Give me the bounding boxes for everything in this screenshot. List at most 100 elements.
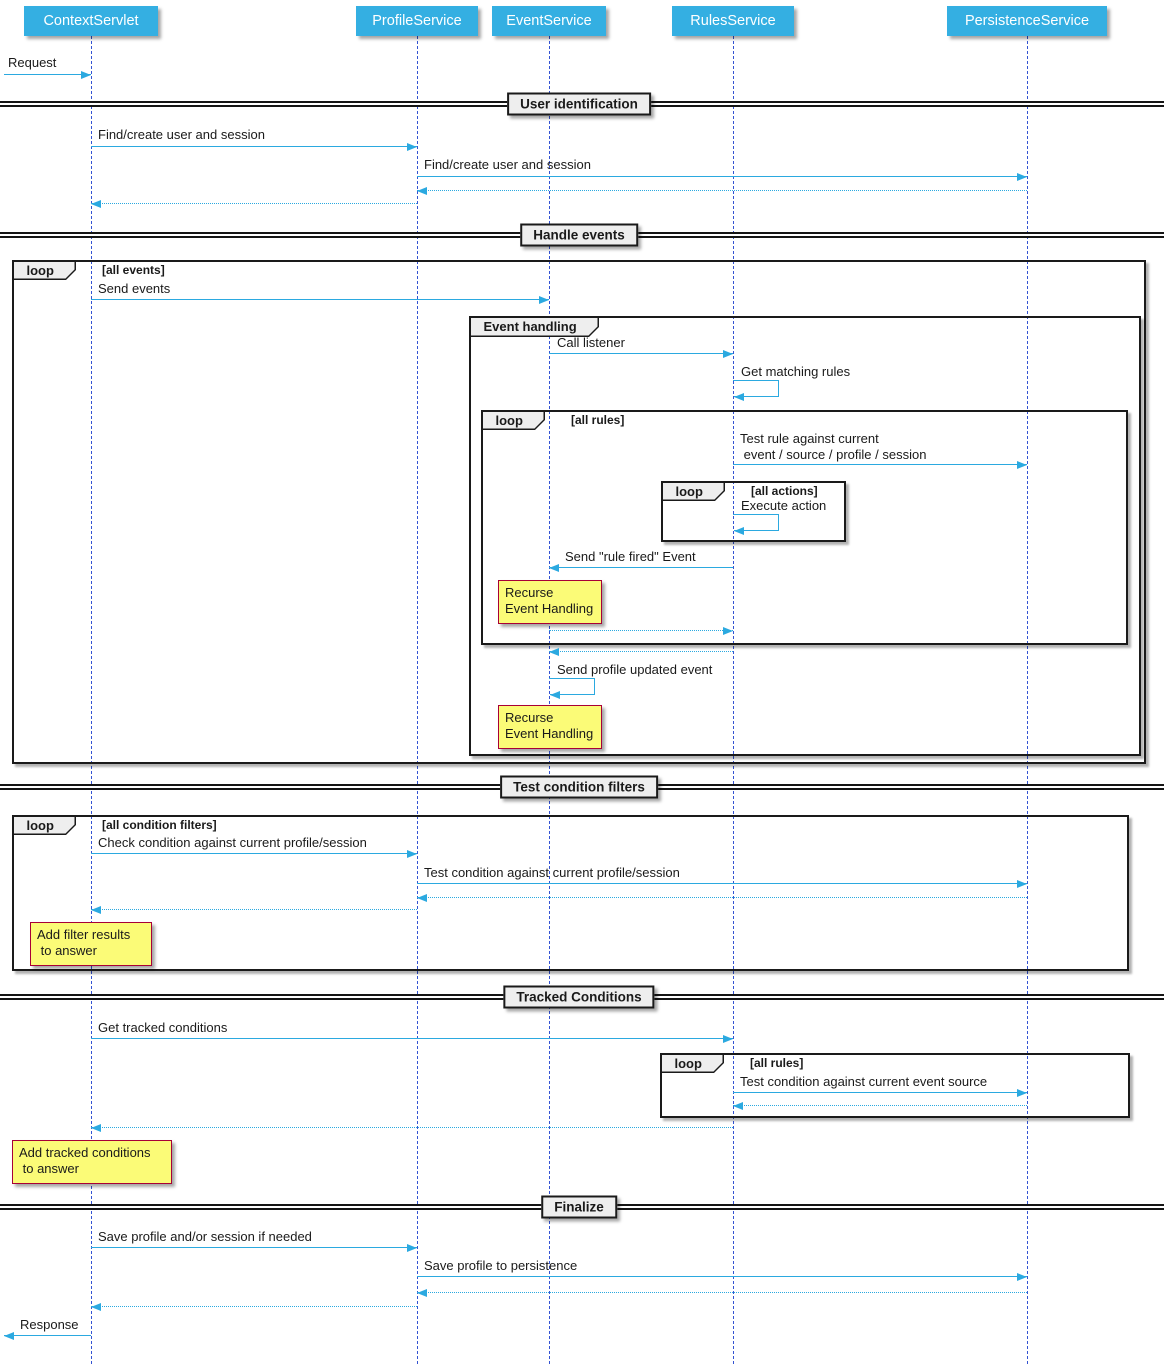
arrowhead-icon [81, 71, 91, 79]
message-line [91, 1247, 417, 1248]
note-line: Event Handling [505, 601, 594, 616]
message-label: Get tracked conditions [98, 1020, 228, 1035]
message-label: Find/create user and session [98, 127, 265, 142]
message-line [549, 353, 733, 354]
note-line: Event Handling [505, 726, 594, 741]
frame-event-handling [469, 316, 1141, 756]
message-line [549, 567, 733, 568]
self-message-top [733, 380, 778, 381]
message-label: Send "rule fired" Event [565, 549, 696, 564]
note: Add filter results to answer [30, 922, 152, 966]
arrowhead-icon [734, 393, 744, 401]
message-label: Request [8, 55, 57, 70]
message-line [417, 190, 1027, 191]
self-message-bottom [734, 396, 779, 397]
message-line [417, 897, 1027, 898]
message-line [91, 146, 417, 147]
arrowhead-icon [733, 1102, 743, 1110]
message-label: Send events [98, 281, 171, 296]
message-label: Save profile to persistence [424, 1258, 578, 1273]
divider-label: Handle events [520, 223, 638, 247]
arrowhead-icon [417, 1289, 427, 1297]
arrowhead-icon [1017, 173, 1027, 181]
frame-label: loop [12, 260, 76, 280]
note-line: to answer [19, 1161, 79, 1176]
frame-label: loop [661, 481, 725, 501]
frame-label-text: loop [662, 1055, 723, 1072]
self-message-bottom [734, 530, 779, 531]
participant-contextservlet: ContextServlet [24, 6, 158, 36]
frame-guard-text: [all rules] [571, 413, 625, 427]
arrowhead-icon [4, 1332, 14, 1340]
self-message-bottom [550, 694, 595, 695]
lifeline-profileservice [417, 36, 418, 1364]
frame-label: loop [12, 815, 76, 835]
frame-label: Event handling [469, 316, 599, 337]
note-line: Add tracked conditions [19, 1145, 151, 1160]
frame-label-text: loop [663, 483, 724, 500]
lifeline-contextservlet [91, 36, 92, 1364]
arrowhead-icon [1017, 1089, 1027, 1097]
divider-label: Tracked Conditions [503, 985, 655, 1009]
frame-label-text: loop [14, 817, 75, 834]
message-label: Get matching rules [741, 364, 851, 379]
message-label-line: Test rule against current [740, 431, 879, 446]
frame-loop [661, 481, 846, 542]
message-line [91, 909, 417, 910]
frame-guard-text: [all actions] [751, 484, 818, 498]
message-line [417, 1276, 1027, 1277]
message-label: Call listener [557, 335, 625, 350]
frame-label-text: loop [483, 412, 544, 429]
participant-eventservice: EventService [492, 6, 606, 36]
frame-label-text: Event handling [471, 318, 598, 336]
message-line [417, 883, 1027, 884]
message-label: Execute action [741, 498, 827, 513]
message-label-line: event / source / profile / session [740, 447, 927, 462]
arrowhead-icon [407, 143, 417, 151]
message-line [91, 203, 417, 204]
frame-guard-text: [all condition filters] [102, 818, 217, 832]
participant-persistenceservice: PersistenceService [947, 6, 1107, 36]
message-label: Response [20, 1317, 79, 1332]
message-line [733, 464, 1027, 465]
note-line: Recurse [505, 710, 554, 725]
lifeline-persistenceservice [1027, 36, 1028, 1364]
frame-guard-text: [all events] [102, 263, 165, 277]
message-label: Test condition against current event sou… [740, 1074, 988, 1089]
message-line [91, 1038, 733, 1039]
message-label: Test rule against current event / source… [740, 431, 926, 463]
arrowhead-icon [723, 627, 733, 635]
lifeline-eventservice [549, 36, 550, 1364]
participant-rulesservice: RulesService [672, 6, 794, 36]
note-line: to answer [37, 943, 97, 958]
frame-loop [12, 260, 1146, 764]
arrowhead-icon [91, 1124, 101, 1132]
message-line [417, 176, 1027, 177]
arrowhead-icon [417, 894, 427, 902]
message-line [91, 299, 549, 300]
message-line [549, 630, 733, 631]
message-line [733, 1105, 1027, 1106]
divider-label: Test condition filters [500, 775, 658, 799]
arrowhead-icon [91, 200, 101, 208]
arrowhead-icon [1017, 1273, 1027, 1281]
participant-profileservice: ProfileService [356, 6, 478, 36]
arrowhead-icon [1017, 880, 1027, 888]
self-message-side [778, 514, 779, 530]
frame-label-text: loop [14, 262, 75, 279]
message-line [417, 1292, 1027, 1293]
message-label: Send profile updated event [557, 662, 713, 677]
note-line: Add filter results [37, 927, 131, 942]
arrowhead-icon [539, 296, 549, 304]
self-message-side [594, 678, 595, 694]
arrowhead-icon [407, 1244, 417, 1252]
frame-label: loop [481, 410, 545, 430]
message-line [91, 1127, 733, 1128]
arrowhead-icon [91, 1303, 101, 1311]
arrowhead-icon [550, 691, 560, 699]
arrowhead-icon [723, 1035, 733, 1043]
self-message-top [549, 678, 594, 679]
arrowhead-icon [91, 906, 101, 914]
message-line [733, 1092, 1027, 1093]
